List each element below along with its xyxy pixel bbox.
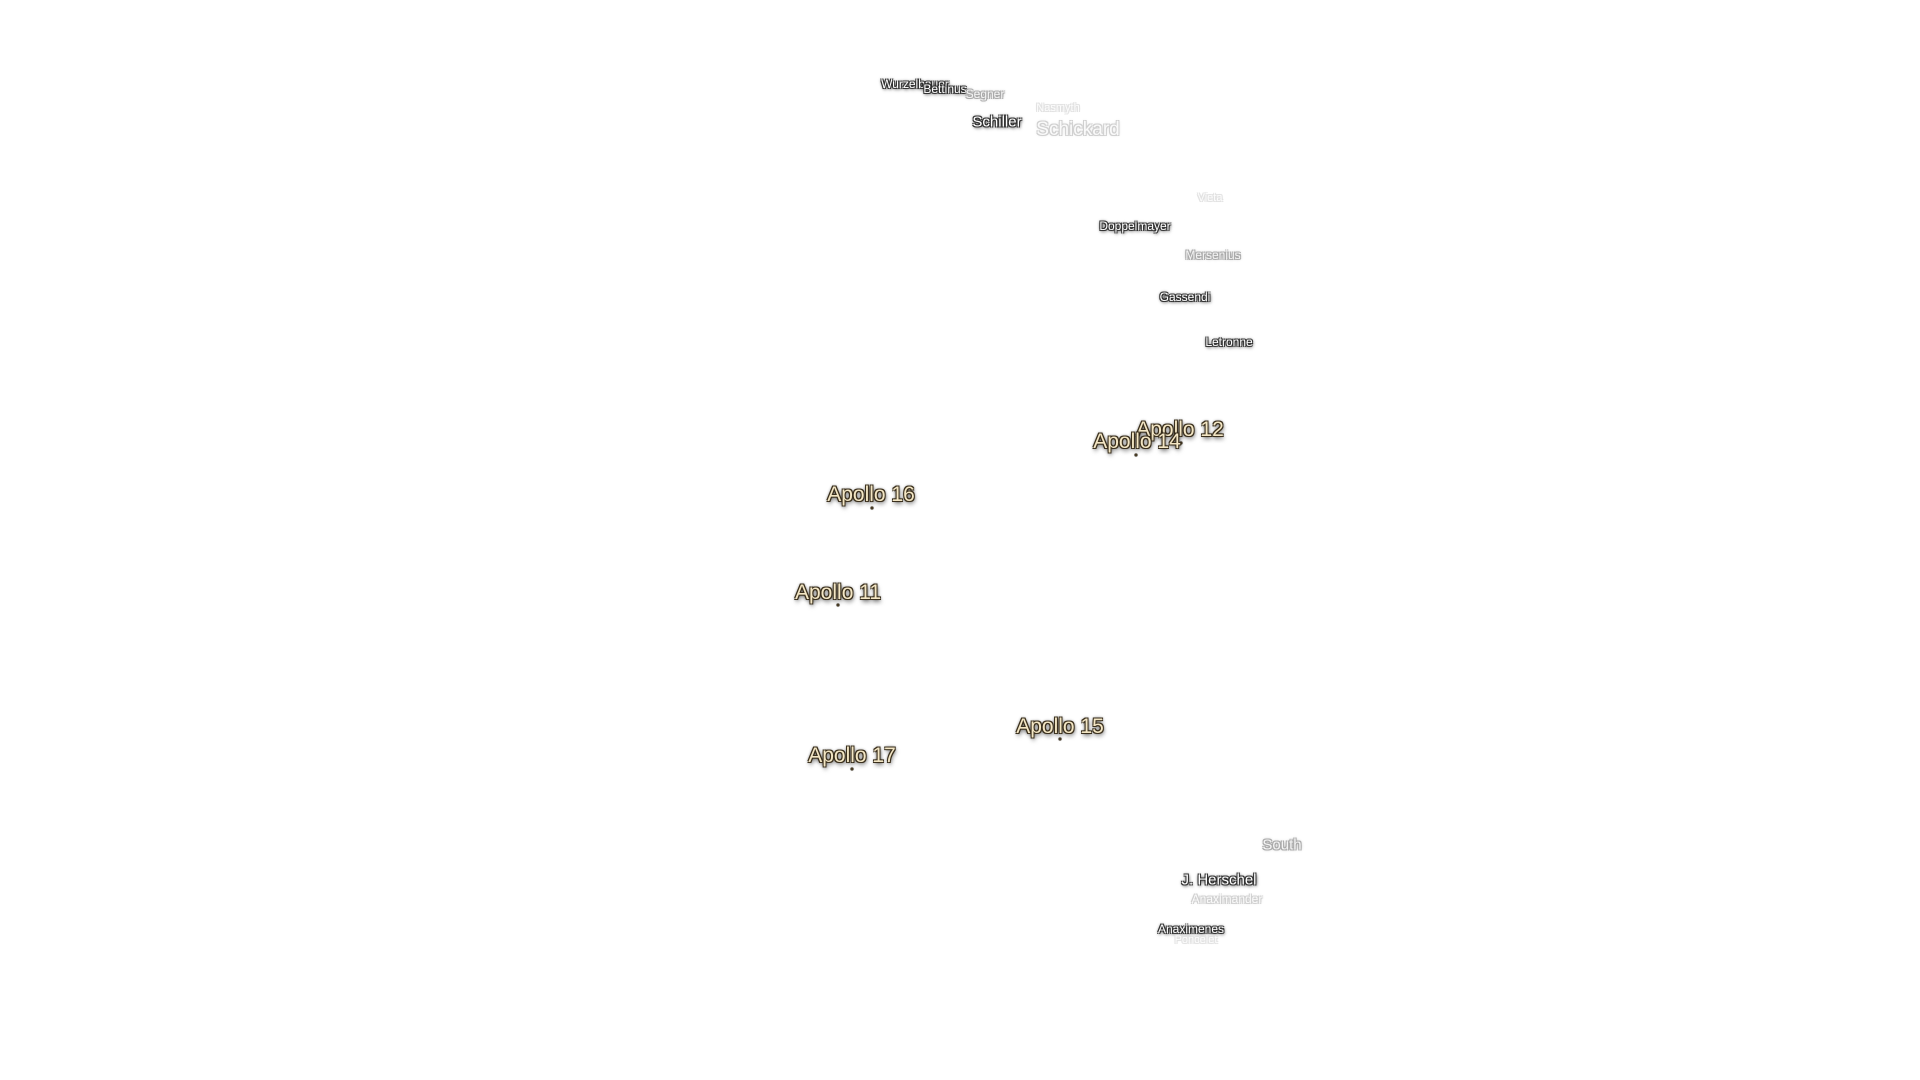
crater-label-nasmyth[interactable]: Nasmyth <box>1036 102 1080 114</box>
apollo-14-label[interactable]: Apollo 14 <box>1093 430 1181 453</box>
apollo-16-site-marker[interactable] <box>870 506 874 510</box>
crater-label-schiller[interactable]: Schiller <box>972 113 1022 131</box>
crater-label-wurzelbauer[interactable]: Wurzelbauer <box>881 77 949 91</box>
crater-label-anaximenes[interactable]: Anaximenes <box>1157 922 1225 936</box>
crater-label-j-herschel[interactable]: J. Herschel <box>1181 871 1257 889</box>
apollo-11-label[interactable]: Apollo 11 <box>794 581 882 604</box>
crater-label-anaximander[interactable]: Anaximander <box>1191 892 1263 906</box>
apollo-12-site-marker[interactable] <box>1179 441 1183 445</box>
crater-label-vieta[interactable]: Vieta <box>1197 192 1223 204</box>
crater-label-poncelet[interactable]: Poncelet <box>1174 934 1218 946</box>
crater-label-south[interactable]: South <box>1262 836 1302 854</box>
crater-label-schickard[interactable]: Schickard <box>1036 119 1120 140</box>
apollo-15-site-marker[interactable] <box>1058 737 1062 741</box>
apollo-11-site-marker[interactable] <box>836 603 840 607</box>
crater-label-segner[interactable]: Segner <box>965 87 1005 101</box>
crater-label-mersenius[interactable]: Mersenius <box>1185 248 1241 262</box>
apollo-14-site-marker[interactable] <box>1134 453 1138 457</box>
apollo-17-label[interactable]: Apollo 17 <box>808 744 896 767</box>
crater-label-letronne[interactable]: Letronne <box>1205 335 1253 349</box>
apollo-17-site-marker[interactable] <box>850 767 854 771</box>
apollo-15-label[interactable]: Apollo 15 <box>1016 715 1104 738</box>
crater-label-gassendi[interactable]: Gassendi <box>1159 290 1211 304</box>
crater-label-bettinus[interactable]: Bettinus <box>923 82 967 96</box>
apollo-12-label[interactable]: Apollo 12 <box>1136 418 1224 441</box>
crater-label-doppelmayer[interactable]: Doppelmayer <box>1099 219 1171 233</box>
apollo-16-label[interactable]: Apollo 16 <box>827 483 915 506</box>
